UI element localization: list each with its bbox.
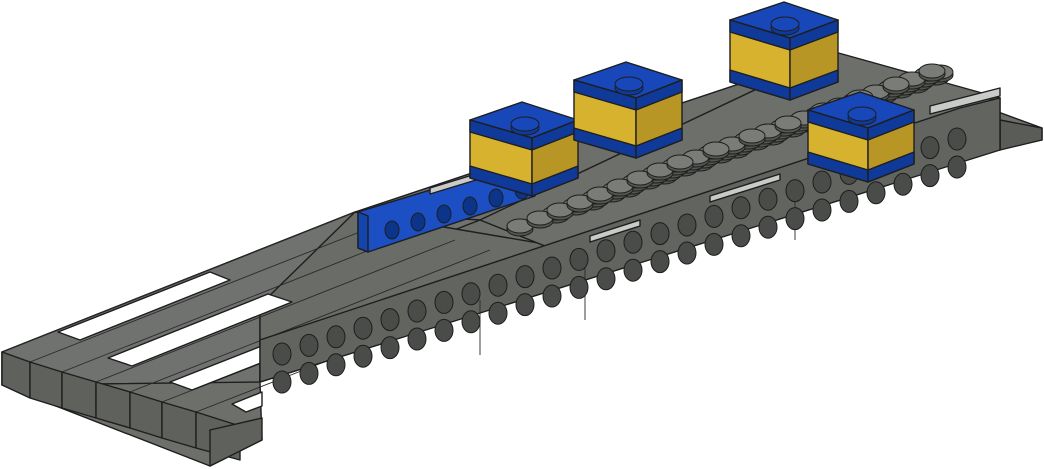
wall-hole <box>407 299 427 323</box>
wall-hole <box>866 181 886 205</box>
stud <box>774 115 802 131</box>
cube-top-band <box>867 109 915 141</box>
stud <box>882 76 910 92</box>
wall-hole <box>623 258 643 282</box>
wall-hole <box>704 204 724 228</box>
wall-hole <box>326 325 346 349</box>
wall-hole <box>596 239 616 263</box>
wall-hole <box>704 232 724 256</box>
wall-hole <box>380 336 400 360</box>
cube-4 <box>807 91 915 183</box>
wall-hole <box>434 318 454 342</box>
wall-hole <box>272 342 292 366</box>
wall-hole <box>542 284 562 308</box>
wall-hole <box>677 213 697 237</box>
cube-top-band <box>789 19 839 51</box>
wall-hole <box>947 155 967 179</box>
wall-hole <box>920 164 940 188</box>
wall-hole <box>596 267 616 291</box>
wall-hole <box>434 290 454 314</box>
wall-hole <box>326 353 346 377</box>
blue-yellow-cubes <box>469 1 915 197</box>
wall-hole <box>515 265 535 289</box>
wall-hole <box>353 344 373 368</box>
cube-stud <box>847 106 877 122</box>
wall-hole <box>380 308 400 332</box>
blue-hole <box>410 212 426 232</box>
wall-hole <box>488 301 508 325</box>
wall-hole <box>731 196 751 220</box>
stud <box>666 154 694 170</box>
wall-hole <box>785 207 805 231</box>
cube-band <box>531 165 579 197</box>
blue-hole <box>436 204 452 224</box>
cube-2 <box>573 61 683 159</box>
cube-stud <box>614 76 644 92</box>
wall-hole <box>758 215 778 239</box>
wall-hole <box>299 333 319 357</box>
blue-hole <box>384 220 400 240</box>
wall-hole <box>569 275 589 299</box>
wall-hole <box>407 327 427 351</box>
stud <box>702 141 730 157</box>
wall-hole <box>731 224 751 248</box>
wall-hole <box>542 256 562 280</box>
wall-hole <box>353 316 373 340</box>
wall-hole <box>461 282 481 306</box>
cube-band <box>867 151 915 183</box>
wall-hole <box>623 230 643 254</box>
lower-wall-row <box>209 417 263 467</box>
blue-hole <box>462 196 478 216</box>
blue-hole <box>488 188 504 208</box>
cube-top-band <box>635 79 683 111</box>
wall-hole <box>758 187 778 211</box>
wall-hole <box>299 361 319 385</box>
wall-hole <box>785 179 805 203</box>
wall-hole <box>677 241 697 265</box>
cube-stud <box>770 16 800 32</box>
wall-hole <box>650 250 670 274</box>
stud <box>738 128 766 144</box>
wall-hole <box>812 170 832 194</box>
cube-stud <box>510 116 540 132</box>
wall-hole <box>515 293 535 317</box>
stud <box>918 63 946 79</box>
wall-hole <box>947 127 967 151</box>
cube-1 <box>469 101 579 197</box>
cube-3 <box>729 1 839 101</box>
wall-hole <box>812 198 832 222</box>
wall-hole <box>569 247 589 271</box>
wall-hole <box>839 189 859 213</box>
wall-hole <box>272 370 292 394</box>
wall-hole <box>488 273 508 297</box>
wall-hole <box>920 136 940 160</box>
wall-hole <box>461 310 481 334</box>
cube-band <box>635 127 683 159</box>
cube-band <box>789 69 839 101</box>
wall-hole <box>650 222 670 246</box>
wall-hole <box>893 172 913 196</box>
